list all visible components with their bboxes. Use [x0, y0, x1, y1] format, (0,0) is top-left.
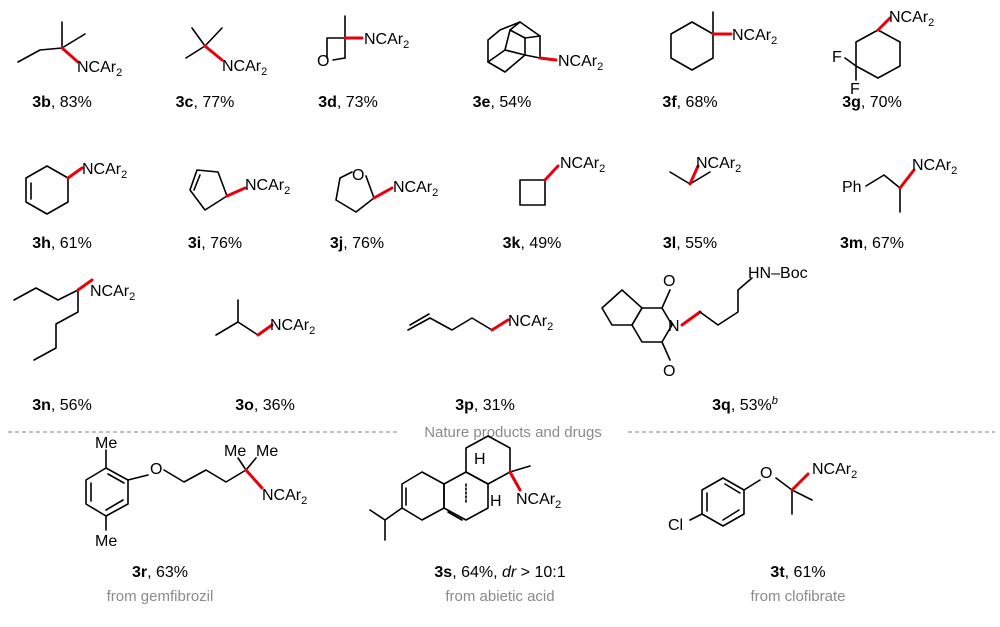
compound-label-3t: 3t, 61% [770, 564, 825, 581]
compound-label-3d: 3d, 73% [318, 94, 378, 111]
phenyl-label: Ph [842, 179, 862, 196]
compound-3j: O NCAr2 [335, 167, 438, 213]
compound-label-3h: 3h, 61% [32, 235, 92, 252]
compound-label-3k: 3k, 49% [503, 235, 562, 252]
compound-3n: NCAr2 [13, 278, 135, 361]
compound-3f: NCAr2 [670, 11, 777, 71]
ncar2-label: NCAr2 [516, 491, 561, 511]
methyl-label: Me [95, 435, 117, 452]
compound-3b: NCAr2 [17, 21, 122, 79]
compound-label-3j: 3j, 76% [330, 235, 384, 252]
fluorine-atom: F [850, 81, 860, 98]
nitrogen-atom: N [668, 318, 680, 335]
nhboc-label: HN–Boc [748, 265, 808, 282]
methyl-label: Me [95, 533, 117, 550]
ncar2-label: NCAr2 [393, 179, 438, 199]
compound-3s: H H NCAr2 [369, 435, 561, 541]
compound-3g: NCAr2 F F [832, 9, 934, 98]
compound-label-3g: 3g, 70% [842, 94, 902, 111]
compound-label-3n: 3n, 56% [32, 397, 92, 414]
source-label-3r: from gemfibrozil [107, 588, 214, 605]
oxygen-atom: O [760, 465, 772, 482]
ncar2-label: NCAr2 [90, 283, 135, 303]
oxygen-atom: O [150, 461, 162, 478]
fluorine-atom: F [832, 49, 842, 66]
compound-3t: Cl O NCAr2 [668, 461, 857, 534]
compound-3m: Ph NCAr2 [842, 157, 957, 213]
compound-3p: NCAr2 [407, 313, 553, 333]
ncar2-label: NCAr2 [222, 58, 267, 78]
compound-label-3q: 3q, 53%b [712, 395, 778, 414]
oxygen-atom: O [663, 273, 675, 290]
source-label-3s: from abietic acid [445, 588, 554, 605]
section-title: Nature products and drugs [424, 424, 602, 441]
methyl-label: Me [224, 443, 246, 460]
ncar2-label: NCAr2 [812, 461, 857, 481]
compound-label-3c: 3c, 77% [176, 94, 235, 111]
ncar2-label: NCAr2 [508, 313, 553, 333]
compound-3l: NCAr2 [669, 155, 741, 186]
compound-3c: NCAr2 [185, 27, 267, 78]
compound-3d: O NCAr2 [317, 15, 409, 70]
oxygen-atom: O [317, 53, 329, 70]
ncar2-label: NCAr2 [270, 317, 315, 337]
oxygen-atom: O [352, 167, 364, 184]
chlorine-atom: Cl [668, 517, 683, 534]
compound-3q: O O N HN–Boc [601, 265, 808, 380]
methyl-label: Me [256, 443, 278, 460]
hydrogen-label: H [474, 451, 486, 468]
ncar2-label: NCAr2 [364, 31, 409, 51]
compound-label-3s: 3s, 64%, dr > 10:1 [434, 564, 565, 581]
compound-label-3f: 3f, 68% [662, 94, 717, 111]
compound-3e: NCAr2 [487, 21, 603, 73]
compound-3k: NCAr2 [519, 155, 605, 206]
compound-label-3l: 3l, 55% [663, 235, 717, 252]
source-label-3t: from clofibrate [750, 588, 845, 605]
compound-label-3o: 3o, 36% [235, 397, 295, 414]
compound-3o: NCAr2 [215, 299, 315, 337]
compound-label-3m: 3m, 67% [840, 235, 904, 252]
ncar2-label: NCAr2 [245, 177, 290, 197]
ncar2-label: NCAr2 [912, 157, 957, 177]
compound-label-3i: 3i, 76% [188, 235, 242, 252]
oxygen-atom: O [663, 363, 675, 380]
ncar2-label: NCAr2 [889, 9, 934, 29]
compound-3i: NCAr2 [189, 169, 290, 211]
compound-label-3e: 3e, 54% [473, 94, 532, 111]
compound-label-3p: 3p, 31% [455, 397, 515, 414]
ncar2-label: NCAr2 [262, 487, 307, 507]
ncar2-label: NCAr2 [558, 53, 603, 73]
compound-3h: NCAr2 [25, 161, 127, 215]
hydrogen-label: H [490, 493, 502, 510]
ncar2-label: NCAr2 [732, 27, 777, 47]
compound-3r: Me Me O Me Me NCAr2 [85, 435, 307, 550]
ncar2-label: NCAr2 [560, 155, 605, 175]
compound-label-3b: 3b, 83% [32, 94, 92, 111]
compound-label-3r: 3r, 63% [132, 564, 188, 581]
ncar2-label: NCAr2 [82, 161, 127, 181]
ncar2-label: NCAr2 [77, 59, 122, 79]
ncar2-label: NCAr2 [696, 155, 741, 175]
